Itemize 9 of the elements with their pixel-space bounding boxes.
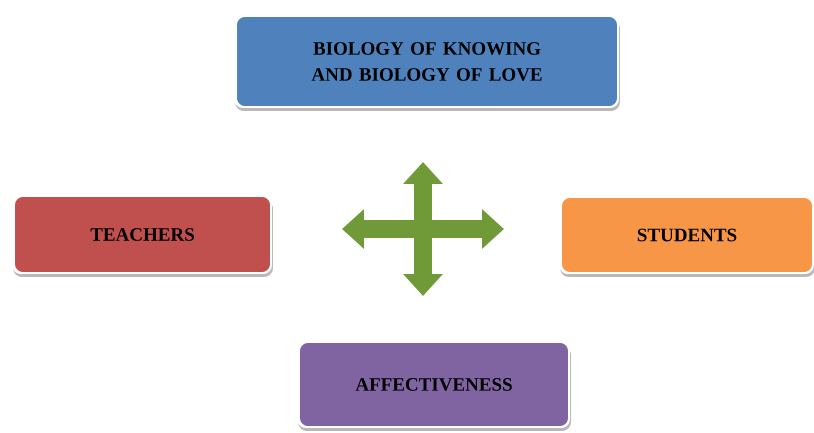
four-way-arrow	[342, 162, 504, 296]
node-label: AFFECTIVENESS	[356, 378, 512, 391]
process-box: AFFECTIVENESS	[297, 341, 571, 431]
process-box: STUDENTS	[559, 196, 814, 277]
node-label: BIOLOGY OF KNOWING AND BIOLOGY OF LOVE	[312, 42, 542, 81]
process-box: BIOLOGY OF KNOWING AND BIOLOGY OF LOVE	[234, 15, 620, 111]
node-label: STUDENTS	[638, 228, 736, 242]
node-label: TEACHERS	[90, 228, 194, 241]
process-box: TEACHERS	[12, 195, 273, 277]
